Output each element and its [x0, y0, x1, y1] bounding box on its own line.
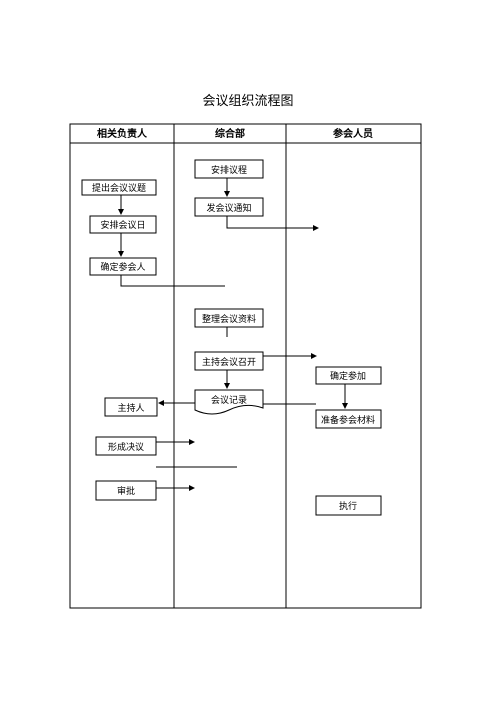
node-hold-meeting-label: 主持会议召开	[202, 356, 256, 368]
node-arrange-agenda	[194, 159, 264, 179]
node-decide-attendees	[89, 257, 157, 276]
node-organize-docs-label: 整理会议资料	[202, 313, 256, 325]
node-decide-attendees-label: 确定参会人	[100, 261, 145, 273]
lane-header-attendees: 参会人员	[333, 127, 373, 140]
edge-notice-to-attendees	[226, 216, 319, 231]
node-confirm-label: 确定参加	[330, 370, 366, 382]
lane-header-related: 相关负责人	[97, 127, 148, 140]
node-meeting-record-label: 会议记录	[211, 394, 247, 406]
node-prepare-materials-label: 准备参会材料	[321, 414, 375, 426]
node-arrange-agenda-label: 安排议程	[211, 164, 247, 176]
node-execute-label: 执行	[339, 500, 357, 512]
node-chair	[104, 397, 158, 417]
edge-attendees-to-general	[120, 275, 225, 287]
node-confirm	[315, 366, 382, 385]
node-execute	[315, 495, 382, 516]
node-resolution	[95, 436, 157, 456]
node-organize-docs	[194, 308, 264, 328]
node-send-notice	[194, 197, 264, 217]
node-resolution-label: 形成决议	[108, 441, 144, 453]
node-chair-label: 主持人	[117, 402, 144, 414]
swimlane-frame	[69, 123, 422, 609]
node-arrange-date	[89, 215, 157, 234]
node-prepare-materials	[315, 409, 382, 429]
node-review	[95, 480, 157, 501]
node-arrange-date-label: 安排会议日	[100, 219, 145, 231]
node-send-notice-label: 发会议通知	[206, 202, 251, 214]
lane-header-general: 综合部	[215, 127, 245, 140]
page-title: 会议组织流程图	[202, 94, 294, 109]
node-meeting-record	[194, 389, 264, 415]
node-review-label: 审批	[117, 485, 135, 497]
node-hold-meeting	[194, 351, 264, 371]
node-propose	[81, 179, 157, 196]
node-propose-label: 提出会议议题	[92, 182, 146, 194]
